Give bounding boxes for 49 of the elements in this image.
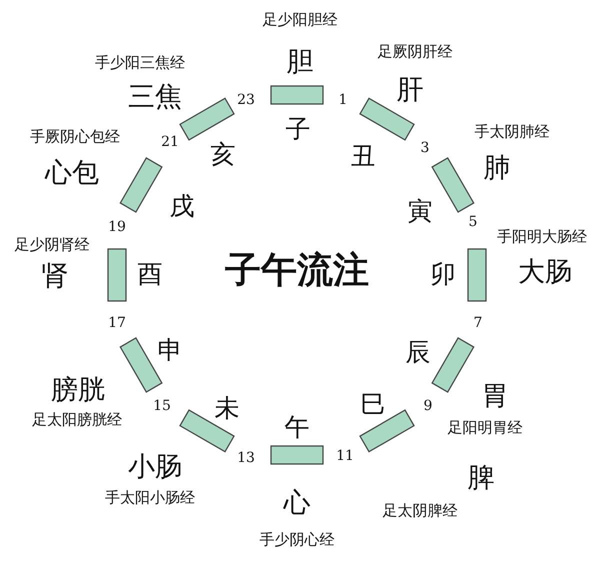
meridian-label: 足少阳胆经 — [262, 12, 338, 28]
organ-label: 肺 — [484, 154, 510, 182]
organ-label: 胆 — [286, 48, 314, 76]
branch-label: 巳 — [360, 392, 386, 416]
organ-label: 小肠 — [128, 454, 182, 480]
branch-label: 亥 — [210, 142, 236, 166]
organ-label: 肝 — [396, 76, 424, 104]
organ-label: 心包 — [45, 160, 99, 186]
hour-number: 21 — [161, 135, 179, 149]
branch-label: 戌 — [170, 194, 194, 218]
organ-label: 大肠 — [518, 258, 572, 286]
hour-number: 11 — [336, 449, 354, 463]
branch-label: 酉 — [138, 262, 162, 286]
meridian-label: 手太阳小肠经 — [105, 490, 195, 506]
meridian-label: 足太阳膀胱经 — [32, 412, 122, 428]
hour-number: 15 — [153, 399, 171, 413]
hour-number: 19 — [108, 220, 126, 234]
meridian-label: 足少阴肾经 — [14, 238, 90, 252]
meridian-label: 足阳明胃经 — [448, 420, 522, 436]
branch-label: 卯 — [430, 262, 456, 286]
branch-label: 申 — [158, 338, 182, 362]
meridian-label: 足厥阴肝经 — [378, 44, 452, 60]
branch-label: 丑 — [350, 144, 376, 168]
meridian-label: 手阳明大肠经 — [497, 230, 587, 244]
branch-label: 子 — [286, 116, 310, 142]
hour-number: 23 — [237, 93, 255, 107]
meridian-label: 手厥阴心包经 — [30, 130, 120, 144]
branch-label: 未 — [214, 396, 240, 420]
meridian-label: 手少阴心经 — [260, 532, 334, 548]
hour-number: 9 — [424, 399, 432, 413]
organ-label: 膀胱 — [51, 376, 105, 404]
diagram-title: 子午流注 — [225, 252, 369, 288]
hour-number: 7 — [474, 316, 482, 330]
hour-number: 5 — [468, 215, 478, 229]
branch-label: 辰 — [406, 340, 430, 364]
organ-label: 三焦 — [128, 84, 182, 110]
meridian-label: 手太阴肺经 — [474, 124, 550, 140]
organ-label: 心 — [284, 490, 310, 516]
organ-label: 肾 — [42, 262, 68, 290]
hour-number: 17 — [108, 316, 126, 330]
organ-label: 胃 — [482, 382, 508, 410]
hour-number: 3 — [420, 141, 430, 155]
organ-label: 脾 — [468, 464, 494, 492]
meridian-label: 手少阳三焦经 — [95, 56, 185, 70]
hour-number: 1 — [338, 93, 348, 107]
branch-label: 寅 — [408, 198, 432, 224]
hour-number: 13 — [237, 451, 255, 465]
meridian-label: 足太阴脾经 — [382, 504, 458, 518]
branch-label: 午 — [284, 414, 310, 440]
